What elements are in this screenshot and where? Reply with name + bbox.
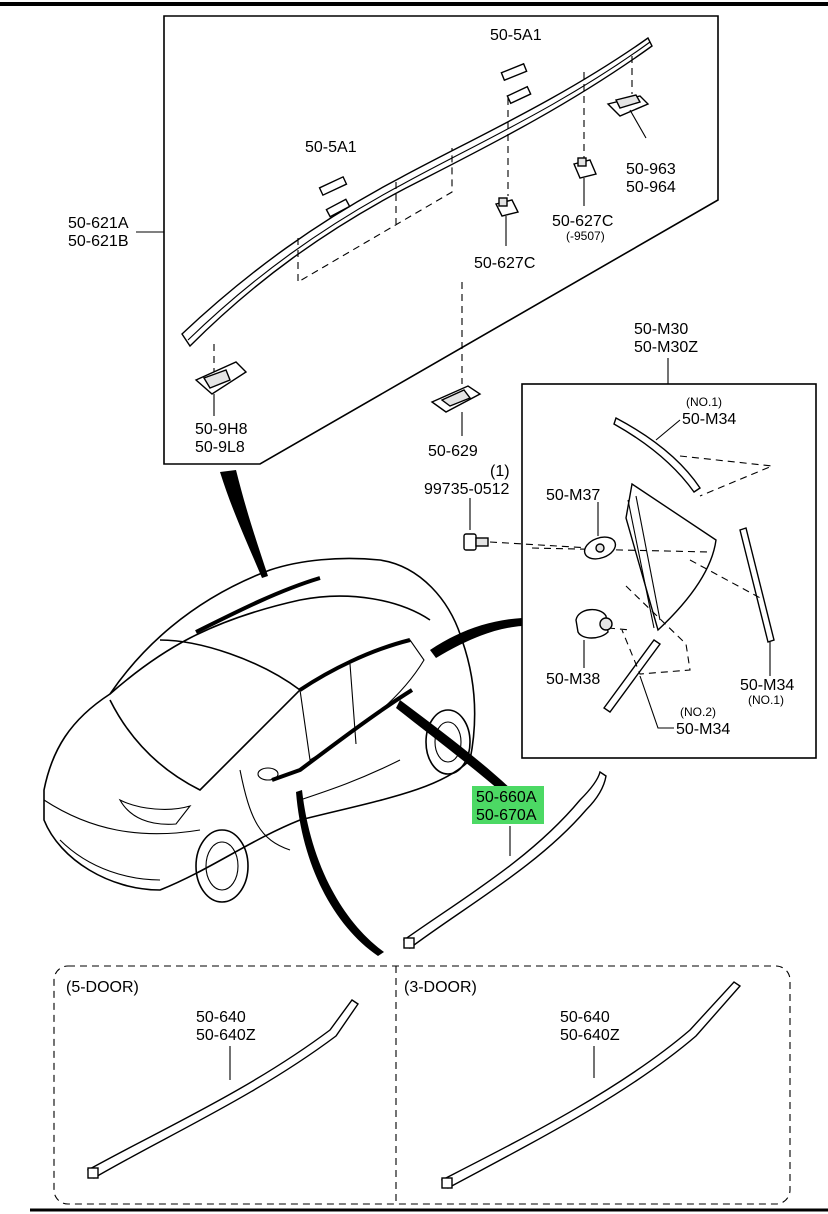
- label-rail-b: 50-621B: [68, 233, 129, 250]
- label-m30: 50-M30: [634, 321, 688, 338]
- guide-window-mid: [531, 547, 711, 553]
- guide-m38: [607, 627, 631, 631]
- molding-m34-top[interactable]: [613, 416, 701, 493]
- label-m34-right: 50-M34: [740, 677, 794, 694]
- clip-627c-mid[interactable]: [494, 197, 520, 246]
- label-5a1-upper: 50-5A1: [490, 27, 542, 44]
- clip-m38[interactable]: [575, 609, 613, 639]
- label-629: 50-629: [428, 443, 478, 460]
- guide-window-box: [621, 585, 691, 675]
- door-molding-panel: [53, 965, 791, 1205]
- guide-window-top: [679, 455, 773, 497]
- label-963: 50-963: [626, 161, 676, 178]
- label-670a[interactable]: 50-670A: [476, 807, 537, 824]
- guide-bolt: [489, 541, 591, 549]
- label-bolt: 99735-0512: [424, 481, 510, 498]
- car-illustration: [43, 557, 476, 903]
- label-9l8: 50-9L8: [195, 439, 245, 456]
- label-660a[interactable]: 50-660A: [476, 789, 537, 806]
- molding-m34-right[interactable]: [739, 527, 775, 643]
- label-627c-right-note: (-9507): [566, 229, 605, 243]
- label-m38: 50-M38: [546, 671, 600, 688]
- rail-pad-upper: [506, 85, 532, 105]
- quarter-glass[interactable]: [625, 482, 717, 632]
- label-5a1-lower: 50-5A1: [305, 139, 357, 156]
- label-m34-right-note: (NO.1): [748, 693, 784, 707]
- label-3-door-part-a: 50-640: [560, 1009, 610, 1026]
- label-bolt-qty: (1): [490, 463, 510, 480]
- quarter-window-panel: [521, 383, 817, 759]
- label-m30z: 50-M30Z: [634, 339, 698, 356]
- label-5-door-part-a: 50-640: [196, 1009, 246, 1026]
- rail-pad-lower: [325, 198, 351, 218]
- callout-window: [430, 618, 522, 658]
- label-3-door-part-b: 50-640Z: [560, 1027, 620, 1044]
- guide-window-right: [689, 559, 765, 601]
- label-3-door: (3-DOOR): [404, 979, 477, 996]
- clip-627c-right[interactable]: [573, 157, 597, 206]
- callout-molding: [396, 700, 512, 796]
- roof-rail-panel: [163, 15, 719, 465]
- callout-roof: [220, 470, 268, 578]
- label-9h8: 50-9H8: [195, 421, 248, 438]
- label-m37: 50-M37: [546, 487, 600, 504]
- label-627c-right: 50-627C: [552, 213, 613, 230]
- leader-m34-top: [655, 419, 681, 441]
- clip-629[interactable]: [430, 385, 482, 436]
- label-rail-a: 50-621A: [68, 215, 129, 232]
- roof-rail[interactable]: [181, 36, 653, 348]
- clip-m37[interactable]: [582, 533, 619, 563]
- molding-660a[interactable]: [403, 770, 607, 949]
- pad-5a1-lower[interactable]: [318, 175, 348, 197]
- label-m34-bottom: 50-M34: [676, 721, 730, 738]
- callout-door: [296, 790, 384, 956]
- molding-640-3door[interactable]: [440, 981, 742, 1189]
- molding-m34-bottom[interactable]: [603, 639, 661, 713]
- label-5-door: (5-DOOR): [66, 979, 139, 996]
- label-m34-top: 50-M34: [682, 411, 736, 428]
- label-m34-top-note: (NO.1): [686, 395, 722, 409]
- label-5-door-part-b: 50-640Z: [196, 1027, 256, 1044]
- clip-9h8[interactable]: [194, 361, 248, 416]
- highlight-660a: [472, 786, 544, 824]
- label-627c-mid: 50-627C: [474, 255, 535, 272]
- clip-963[interactable]: [606, 94, 650, 139]
- molding-640-5door[interactable]: [86, 999, 359, 1179]
- pad-5a1-upper[interactable]: [500, 62, 528, 82]
- guide-rail-box: [297, 148, 453, 283]
- bolt-99735[interactable]: [463, 533, 489, 551]
- label-m34-bottom-note: (NO.2): [680, 705, 716, 719]
- leader-m34-bottom: [639, 675, 674, 729]
- label-964: 50-964: [626, 179, 676, 196]
